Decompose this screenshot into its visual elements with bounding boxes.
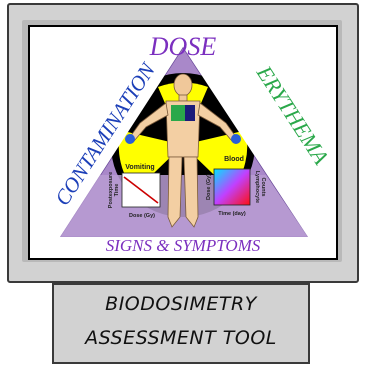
blood-y2-label-1: Lymphocyte <box>254 171 260 203</box>
tool-name-line1: BIODOSIMETRY <box>54 293 308 315</box>
word-dose: DOSE <box>149 32 217 61</box>
blood-title: Blood <box>224 156 244 163</box>
vomiting-y-label-2: Time <box>114 184 120 197</box>
left-hand-icon <box>125 134 135 144</box>
word-signs-symptoms: SIGNS & SYMPTOMS <box>106 236 261 255</box>
vomiting-title: Vomiting <box>125 164 154 171</box>
monitor-screen: DOSE CONTAMINATION ERYTHEMA SIGNS & SYMP… <box>28 25 338 260</box>
vomiting-x-label: Dose (Gy) <box>129 213 155 219</box>
blood-x-label: Time (day) <box>218 211 246 217</box>
right-hand-icon <box>231 134 241 144</box>
biodosimetry-logo: DOSE CONTAMINATION ERYTHEMA SIGNS & SYMP… <box>30 27 336 258</box>
tool-name-line2: ASSESSMENT TOOL <box>54 327 308 349</box>
blood-heatmap <box>214 169 250 205</box>
tool-name-plate: BIODOSIMETRY ASSESSMENT TOOL <box>52 283 310 364</box>
triangle-lower-band <box>60 175 308 237</box>
blood-y2-label-2: Counts <box>260 178 266 197</box>
blood-y-label: Dose (Gy) <box>206 174 212 200</box>
